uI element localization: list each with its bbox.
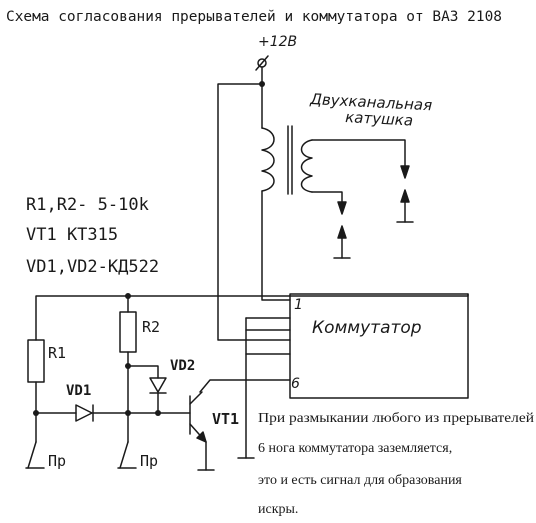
top-rail [35,293,469,341]
commutator-pin6-label: 6 [291,376,300,392]
r2-label: R2 [142,318,160,336]
pin6-wire [199,379,291,393]
vd2-wire-top [127,365,159,379]
coil-label-line2: катушка [345,108,414,130]
note-line-2: 6 нога коммутатора заземляется, [258,441,452,456]
breaker1-contact [27,441,37,469]
note-line-3: это и есть сигнал для образования [258,473,462,488]
vd1-label: VD1 [66,383,91,399]
breaker1-label: Пр [48,452,66,470]
coil-to-pin1-wire [261,190,291,301]
vd2-label: VD2 [170,358,195,374]
resistor-r1 [27,339,45,383]
commutator-box [289,293,469,399]
spark-gap-arrow-1 [337,201,347,215]
spark-gap-arrow-2 [400,165,410,179]
transistor-vt1-collector [189,391,203,405]
spark-gap-arrow-2b [400,189,410,203]
resistor-r2 [119,311,137,353]
coil-primary-winding [261,127,275,192]
vd2-node-junction [155,410,161,416]
breaker2-contact [119,441,129,469]
breaker2-label: Пр [140,452,158,470]
commutator-label: Коммутатор [312,318,422,338]
diode-vd2-body [149,377,167,393]
supply-wire-to-commutator [217,83,291,341]
parts-line-1: R1,R2- 5-10k [26,195,149,215]
parts-line-3: VD1,VD2-КД522 [26,257,159,277]
supply-terminal-slash [255,55,269,71]
spark-gap-arrow-1b [337,225,347,239]
commutator-pin1-label: 1 [294,297,303,313]
coil-secondary-winding [300,139,313,193]
r1-label: R1 [48,344,66,362]
diagram-title: Схема согласования прерывателей и коммут… [6,9,502,25]
note-line-4: искры. [258,502,298,517]
supply-label: +12В [258,34,297,50]
transistor-vt1-arrow [196,431,207,443]
note-line-1: При размыкании любого из прерывателей [258,411,535,426]
parts-line-2: VT1 KT315 [26,225,118,245]
coil-secondary-wire-top [311,139,406,173]
diode-vd1-body [75,404,93,422]
vt1-label: VT1 [212,410,239,428]
